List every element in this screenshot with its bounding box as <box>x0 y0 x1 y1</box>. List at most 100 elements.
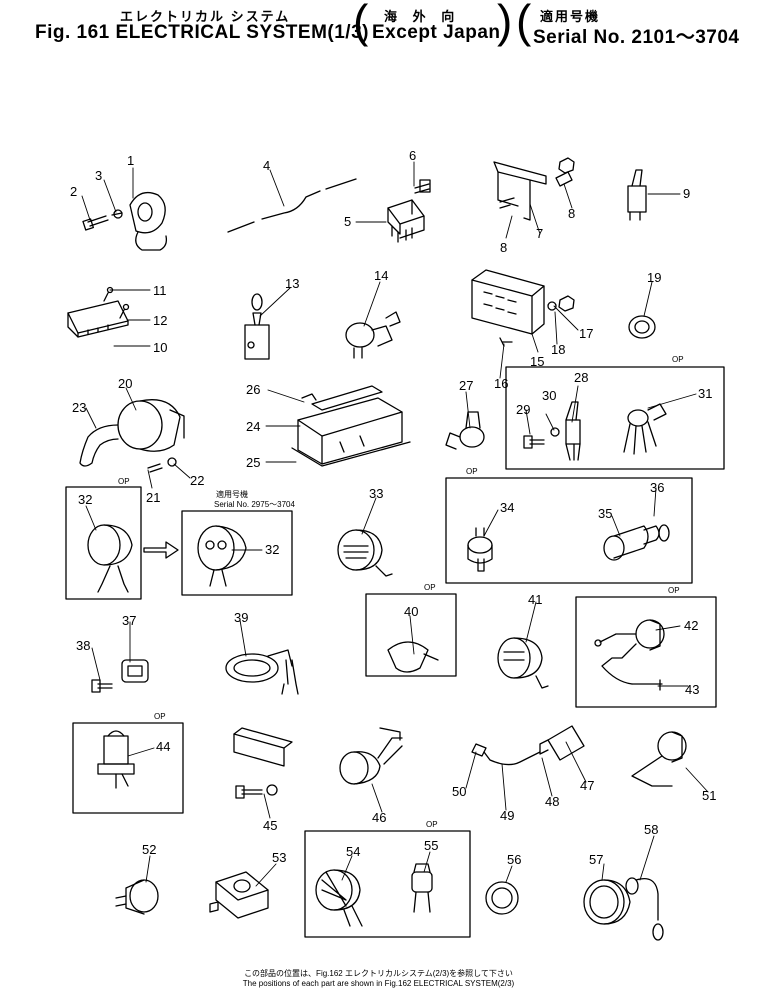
region-close-paren: ) <box>497 0 513 47</box>
callout: 10 <box>153 340 167 355</box>
part-toggle-switch <box>627 169 647 221</box>
callout: 34 <box>500 500 514 515</box>
callout: 41 <box>528 592 542 607</box>
part-switch-set <box>523 401 667 461</box>
part-meter-cable <box>471 725 585 766</box>
part-small-lamp <box>91 659 149 693</box>
figure-title: Fig. 161 ELECTRICAL SYSTEM(1/3) <box>35 22 369 43</box>
callout: 27 <box>459 378 473 393</box>
footer-note-jp: この部品の位置は、Fig.162 エレクトリカルシステム(2/3)を参照して下さ… <box>244 969 513 978</box>
callout: 9 <box>683 186 690 201</box>
callout: 16 <box>494 376 508 391</box>
callout: 38 <box>76 638 90 653</box>
callout: 23 <box>72 400 86 415</box>
callout: 42 <box>684 618 698 633</box>
part-battery-bracket <box>471 269 575 347</box>
serial-jp: 適用号機 <box>540 9 601 24</box>
callout: 17 <box>579 326 593 341</box>
callout: 2 <box>70 184 77 199</box>
op-label: OP <box>154 712 166 721</box>
callout: 12 <box>153 313 167 328</box>
serial-open-paren: ( <box>516 0 532 47</box>
callout: 32 <box>78 492 92 507</box>
part-cap <box>485 881 519 915</box>
op-box-54-55 <box>304 830 471 938</box>
callout: 52 <box>142 842 156 857</box>
callout: 18 <box>551 342 565 357</box>
callout: 32 <box>265 542 279 557</box>
callout: 8 <box>500 240 507 255</box>
op-label: OP <box>672 355 684 364</box>
op-box-32-right <box>181 510 293 596</box>
callout: 8 <box>568 206 575 221</box>
callout: 49 <box>500 808 514 823</box>
region-label: Except Japan <box>372 22 501 43</box>
part-head-lamp <box>497 637 549 689</box>
callout: 36 <box>650 480 664 495</box>
callout: 1 <box>127 153 134 168</box>
callout: 31 <box>698 386 712 401</box>
leader-lines <box>81 161 709 887</box>
footer-note-en: The positions of each part are shown in … <box>242 979 515 988</box>
callout: 43 <box>685 682 699 697</box>
part-lever-switch <box>244 293 270 360</box>
callout: 11 <box>153 283 167 298</box>
part-rotary-switch <box>628 315 656 339</box>
region-jp: 海 外 向 <box>384 9 461 24</box>
callout: 58 <box>644 822 658 837</box>
callout: 21 <box>146 490 160 505</box>
callout: 30 <box>542 388 556 403</box>
callout: 54 <box>346 844 360 859</box>
serial-note-jp: 適用号機 <box>216 489 248 499</box>
callout: 37 <box>122 613 136 628</box>
region-open-paren: ( <box>353 0 369 47</box>
part-solenoid <box>209 871 269 919</box>
op-box-44 <box>72 722 184 814</box>
part-relay <box>387 179 431 243</box>
callout: 56 <box>507 852 521 867</box>
callout: 57 <box>589 852 603 867</box>
callout: 29 <box>516 402 530 417</box>
part-marker-lamp <box>387 641 439 673</box>
callout: 33 <box>369 486 383 501</box>
callout: 45 <box>263 818 277 833</box>
callout: 55 <box>424 838 438 853</box>
callout: 3 <box>95 168 102 183</box>
part-alternator <box>79 399 185 473</box>
option-labels: OP OP OP OP OP OP OP 適用号機 Serial No. 297… <box>118 355 684 829</box>
callout: 22 <box>190 473 204 488</box>
part-flasher-relay <box>115 879 159 915</box>
callout: 25 <box>246 455 260 470</box>
callout: 44 <box>156 739 170 754</box>
callout: 6 <box>409 148 416 163</box>
part-gauge-op <box>594 619 665 691</box>
part-switch-op <box>411 863 433 913</box>
callout: 13 <box>285 276 299 291</box>
callout: 35 <box>598 506 612 521</box>
callout: 28 <box>574 370 588 385</box>
part-battery <box>291 385 411 467</box>
op-box-34-36 <box>445 477 693 584</box>
part-flasher-unit <box>445 411 485 450</box>
part-rear-lamp <box>225 649 299 695</box>
op-box-40 <box>365 593 457 677</box>
callout: 4 <box>263 158 270 173</box>
callout: 24 <box>246 419 260 434</box>
part-rotary-beacon <box>97 730 135 789</box>
op-label: OP <box>118 477 130 486</box>
part-work-lamp-op <box>315 869 363 927</box>
op-box-42-43 <box>575 596 717 708</box>
part-electric-horn <box>339 727 403 785</box>
op-label: OP <box>466 467 478 476</box>
callout: 47 <box>580 778 594 793</box>
part-pressure-switch <box>467 527 493 572</box>
callout: 48 <box>545 794 559 809</box>
part-lamp-right <box>197 525 247 587</box>
part-horn <box>82 191 168 251</box>
callout-labels: 1 2 3 4 5 6 7 8 8 9 10 11 12 13 14 15 16… <box>70 148 716 867</box>
callout: 39 <box>234 610 248 625</box>
callout: 7 <box>536 226 543 241</box>
op-label: OP <box>426 820 438 829</box>
callout: 50 <box>452 784 466 799</box>
callout: 51 <box>702 788 716 803</box>
